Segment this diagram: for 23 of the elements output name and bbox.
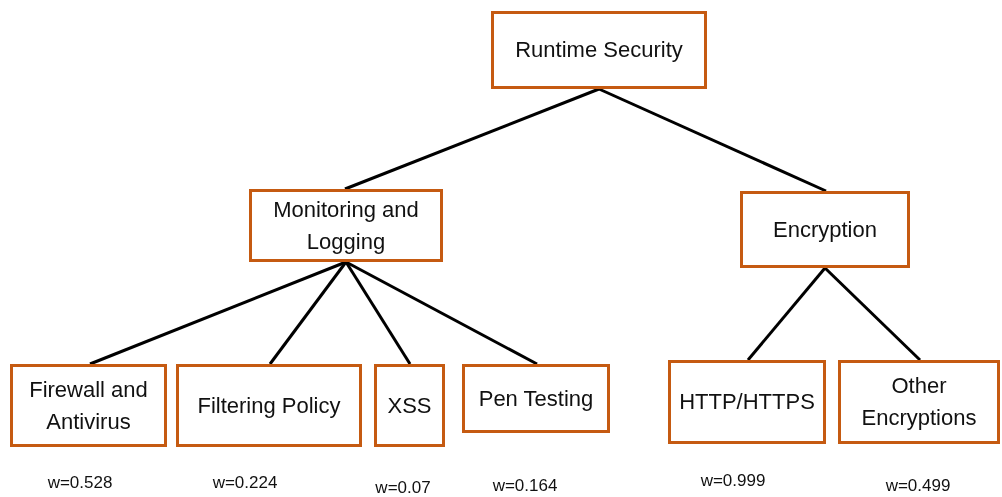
connector-line: [344, 261, 412, 365]
weight-label: w=0.999: [700, 471, 766, 491]
weight-label: w=0.528: [47, 473, 113, 493]
category-box: Runtime Security: [491, 11, 707, 89]
connector-line: [268, 261, 348, 365]
category-box: Firewall and Antivirus: [10, 364, 167, 447]
category-box: Monitoring and Logging: [249, 189, 443, 262]
weight-label: w=0.224: [212, 473, 278, 493]
category-box: Other Encryptions: [838, 360, 1000, 444]
category-box: Filtering Policy: [176, 364, 362, 447]
category-box: Encryption: [740, 191, 910, 268]
weight-label: w=0.164: [492, 476, 558, 496]
weight-label: w=0.07: [375, 478, 431, 497]
connector-line: [746, 267, 827, 361]
category-box: Pen Testing: [462, 364, 610, 433]
connector-line: [823, 266, 922, 362]
connector-line: [345, 260, 538, 366]
category-box: HTTP/HTTPS: [668, 360, 826, 444]
connector-line: [344, 87, 600, 191]
category-box: XSS: [374, 364, 445, 447]
connector-line: [89, 260, 347, 366]
connector-line: [598, 87, 827, 193]
weight-label: w=0.499: [885, 476, 951, 496]
